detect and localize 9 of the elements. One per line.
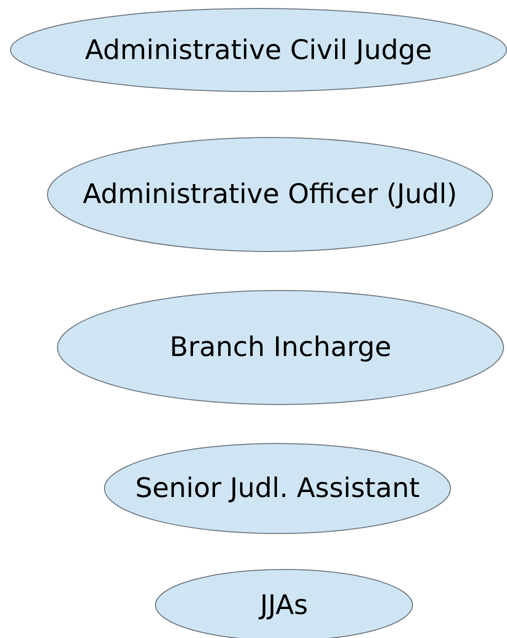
ellipse-node — [57, 290, 504, 405]
ellipse-node — [47, 137, 493, 252]
ellipse-node — [10, 8, 507, 92]
node-label: Administrative Officer (Judl) — [82, 181, 458, 208]
ellipse-node — [104, 443, 451, 534]
node-label: JJAs — [260, 592, 308, 618]
node-label: Administrative Civil Judge — [85, 36, 432, 64]
node-label: Senior Judl. Assistant — [135, 475, 420, 502]
node-label: Branch Incharge — [170, 334, 392, 361]
